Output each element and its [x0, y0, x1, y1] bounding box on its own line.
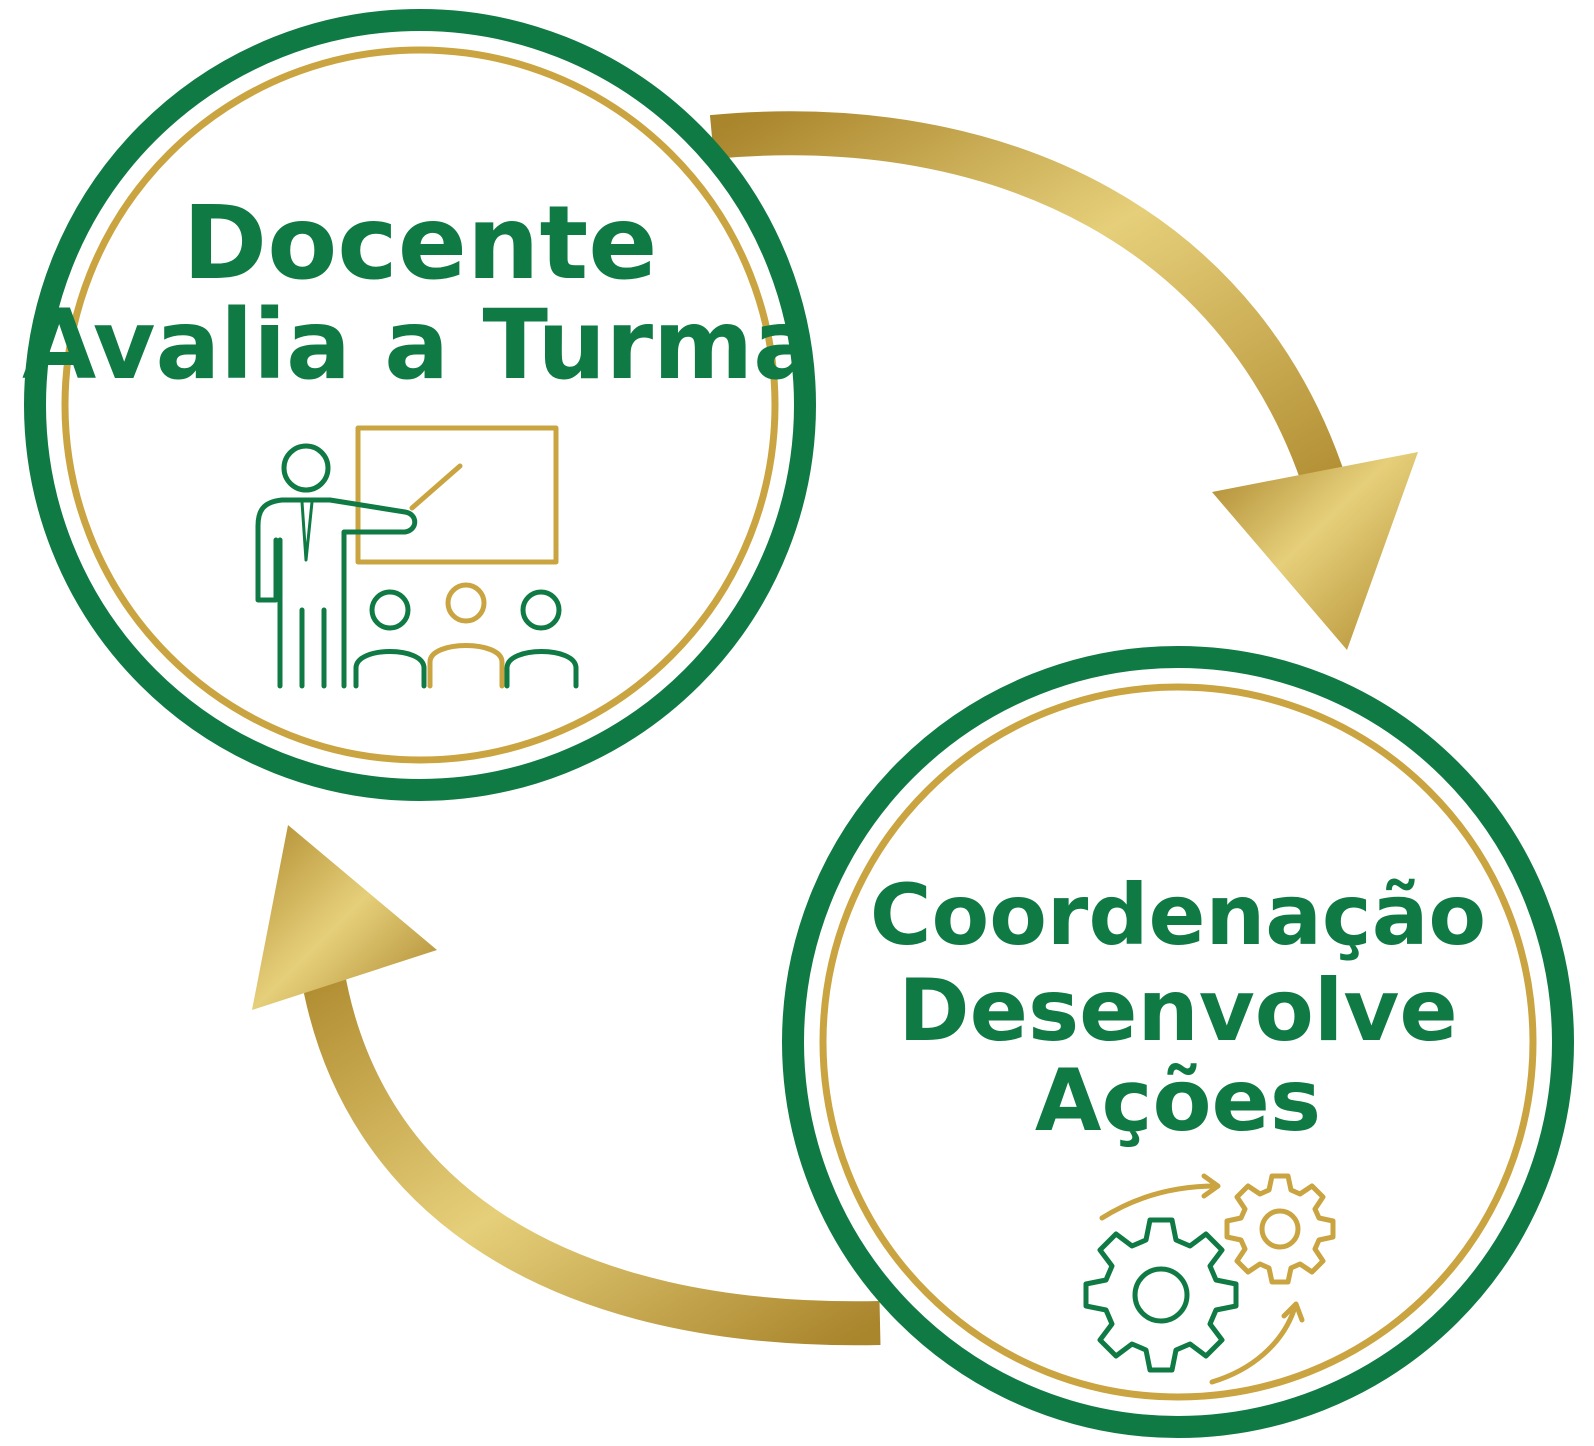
- board-icon: [355, 425, 559, 565]
- arrow-head-icon: [1212, 452, 1418, 650]
- node-title-line-1: Coordenação: [870, 866, 1486, 964]
- node-inner-ring: [61, 46, 779, 764]
- node-title-line-2: Desenvolve: [898, 961, 1457, 1061]
- node-title-line-2: Avalia a Turma: [22, 289, 818, 401]
- node-title-line-3: Ações: [1035, 1051, 1321, 1151]
- arrow-to-coordenacao: [709, 111, 1418, 650]
- gears-process-icon: [1083, 1173, 1336, 1385]
- node-outer-ring: [24, 9, 816, 801]
- small-gear-icon: [1224, 1173, 1336, 1285]
- process-arrows-icon: [1099, 1173, 1305, 1385]
- node-coordenacao: Coordenação Desenvolve Ações: [782, 646, 1574, 1438]
- students-icon: [353, 582, 579, 689]
- pointer-icon: [409, 463, 463, 511]
- curved-arrow-icon: [300, 966, 881, 1346]
- arrow-to-docente: [252, 825, 881, 1346]
- large-gear-icon: [1083, 1217, 1239, 1373]
- node-docente: Docente Avalia a Turma: [22, 9, 818, 801]
- node-outer-ring: [782, 646, 1574, 1438]
- teacher-classroom-icon: [255, 425, 579, 689]
- curved-arrow-icon: [709, 111, 1352, 507]
- node-title-line-1: Docente: [183, 184, 658, 303]
- arrow-head-icon: [252, 825, 437, 1010]
- teacher-icon: [255, 443, 418, 689]
- node-inner-ring: [819, 683, 1537, 1401]
